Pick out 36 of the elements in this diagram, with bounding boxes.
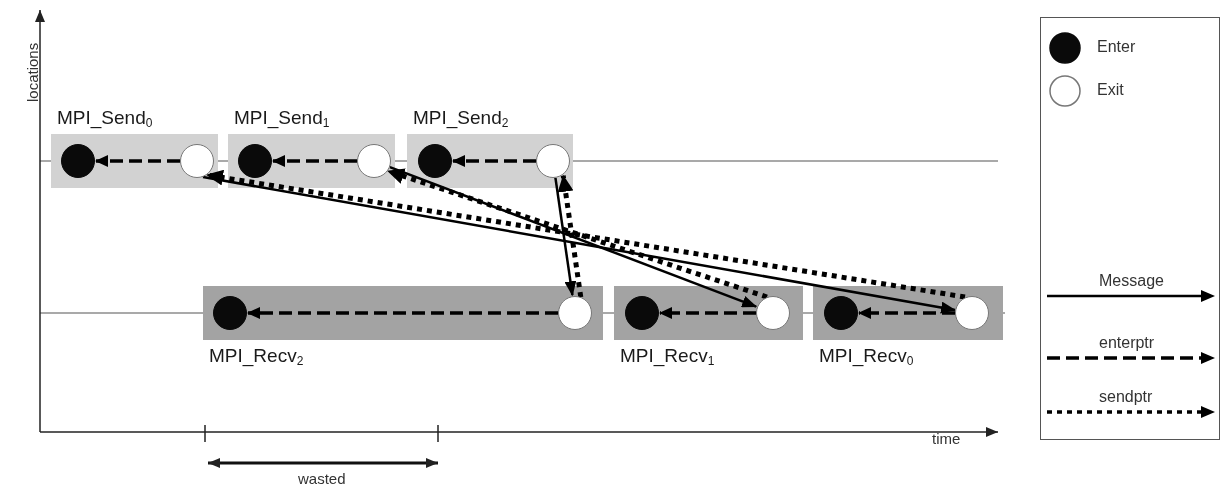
arrow	[202, 175, 956, 314]
region-label: MPI_Send$_{1}$	[233, 106, 331, 132]
enter-circle	[238, 144, 272, 178]
exit-circle	[756, 296, 790, 330]
exit-circle	[558, 296, 592, 330]
arrow	[554, 177, 577, 297]
dotted-arrow	[557, 174, 584, 298]
enter-circle	[625, 296, 659, 330]
dashed-arrow	[247, 307, 558, 319]
dashed-arrow	[858, 307, 955, 319]
dashed-arrow	[272, 155, 357, 167]
enter-circle	[213, 296, 247, 330]
exit-circle	[357, 144, 391, 178]
enter-circle	[824, 296, 858, 330]
region-label: MPI_Recv$_{1}$	[619, 344, 716, 370]
legend-label: sendptr	[1099, 388, 1153, 406]
dotted-arrow	[206, 169, 966, 300]
legend-label: enterptr	[1099, 334, 1155, 352]
legend-label: Exit	[1097, 81, 1124, 99]
legend-label: Message	[1099, 272, 1164, 290]
region-label: MPI_Send$_{2}$	[412, 106, 510, 132]
enter-circle	[61, 144, 95, 178]
dimension-label: wasted	[298, 470, 346, 487]
exit-circle	[180, 144, 214, 178]
exit-circle	[955, 296, 989, 330]
dashed-arrow	[659, 307, 756, 319]
enter-circle	[418, 144, 452, 178]
region-label: MPI_Send$_{0}$	[56, 106, 154, 132]
dashed-arrow	[95, 155, 180, 167]
region-label: MPI_Recv$_{0}$	[818, 344, 915, 370]
axis-label: locations	[24, 42, 41, 102]
region-label: MPI_Recv$_{2}$	[208, 344, 305, 370]
dashed-arrow	[452, 155, 536, 167]
legend-label: Enter	[1097, 38, 1136, 56]
exit-circle	[536, 144, 570, 178]
axis-label: time	[932, 430, 961, 447]
